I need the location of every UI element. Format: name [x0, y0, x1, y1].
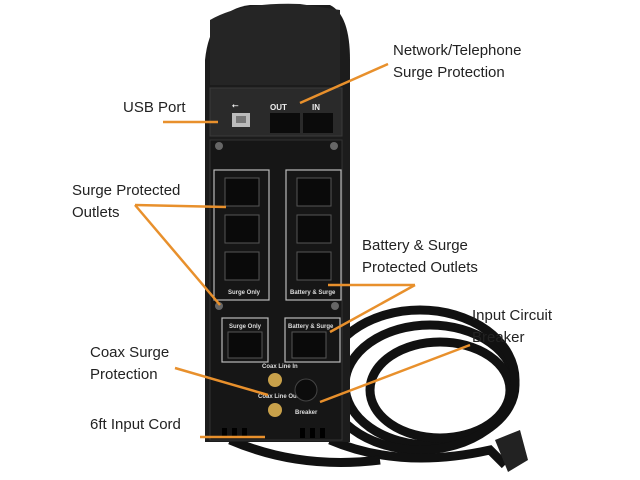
breaker-label: Breaker — [295, 410, 318, 416]
surge-outlet-panel — [213, 169, 342, 363]
usb-port: ⭠ — [232, 101, 250, 127]
callout-text: Input Circuit — [472, 307, 553, 324]
screw — [330, 142, 338, 150]
callout-text: Surge Protected — [72, 182, 181, 199]
breaker-callout: Input Circuit Breaker — [472, 305, 552, 349]
callout-text: Outlets — [72, 204, 120, 221]
callout-text: Network/Telephone — [393, 42, 522, 59]
battery-surge-label-2: Battery & Surge — [288, 324, 334, 330]
callout-text: Protected Outlets — [362, 259, 478, 276]
battery-surge-label: Battery & Surge — [290, 290, 336, 296]
battery-outlets-callout: Battery & Surge Protected Outlets — [362, 235, 478, 279]
screw — [215, 142, 223, 150]
coax-out-label: Coax Line Out — [258, 394, 299, 400]
rj-out-port — [270, 113, 300, 133]
usb-callout: USB Port — [123, 99, 186, 116]
plug — [495, 430, 528, 472]
breaker-button[interactable] — [294, 378, 318, 402]
outlets — [224, 177, 332, 359]
rj-in-port — [303, 113, 333, 133]
usb-icon: ⭠ — [232, 101, 239, 110]
surge-only-label: Surge Only — [228, 290, 261, 296]
network-callout: Network/Telephone Surge Protection — [393, 40, 521, 84]
in-label: IN — [312, 103, 320, 112]
callout-text: Battery & Surge — [362, 237, 468, 254]
coax-in-label: Coax Line In — [262, 364, 298, 370]
coax-in-connector — [268, 373, 282, 387]
surge-only-label-2: Surge Only — [229, 324, 262, 330]
callout-text: Breaker — [472, 329, 525, 346]
callout-text: Coax Surge — [90, 344, 170, 361]
out-label: OUT — [270, 103, 287, 112]
callout-text: Protection — [90, 366, 158, 383]
surge-outlets-callout: Surge Protected Outlets — [72, 180, 180, 224]
callout-text: Surge Protection — [393, 64, 505, 81]
cord-callout: 6ft Input Cord — [90, 416, 181, 433]
power-cord — [228, 305, 520, 469]
vent-slots — [222, 428, 325, 438]
callout-lines — [134, 62, 471, 439]
coax-out-connector — [268, 403, 282, 417]
coax-callout: Coax Surge Protection — [90, 342, 169, 386]
